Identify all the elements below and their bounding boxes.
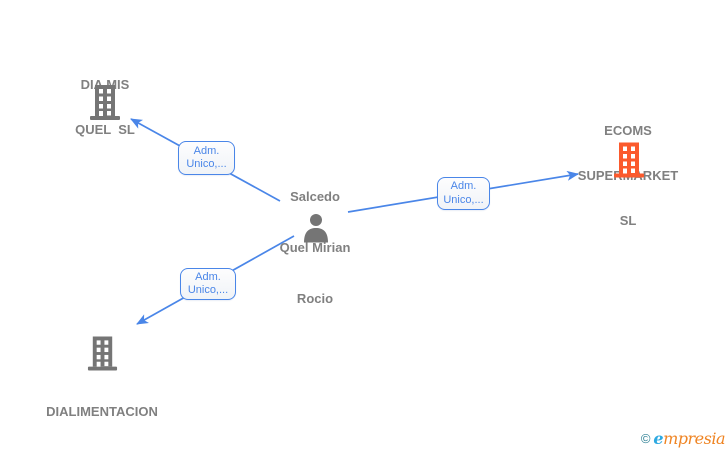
edge-label-line: Unico,...	[187, 284, 229, 296]
building-icon-ecoms[interactable]	[612, 141, 646, 178]
edge-label-line: Adm.	[195, 270, 221, 283]
node-label-ecoms-supermarket: ECOMS SUPERMARKET SL	[578, 93, 678, 258]
node-label-line: DIALIMENTACION	[46, 404, 158, 419]
node-label-line: Salcedo	[290, 189, 340, 204]
node-label-person-salcedo: Salcedo Quel Mirian Rocio	[280, 154, 351, 341]
edge-label-person-to-ecoms[interactable]: Adm. Unico,...	[437, 177, 490, 210]
edge-label-line: Unico,...	[443, 193, 484, 206]
node-label-line: Quel Mirian	[279, 240, 351, 255]
person-icon[interactable]	[300, 212, 332, 243]
brand-initial: e	[653, 429, 664, 448]
edge-label-line: Adm.	[193, 144, 220, 157]
node-label-line: Rocio	[296, 291, 334, 306]
edge-label-line: Unico,...	[186, 158, 227, 170]
building-icon-dia[interactable]	[88, 84, 122, 120]
edge-label-person-to-dialimentacion[interactable]: Adm. Unico,...	[180, 268, 236, 300]
copyright-icon: ©	[640, 431, 651, 446]
node-label-line: SL	[619, 213, 637, 228]
edge-label-line: Adm.	[450, 180, 477, 192]
empresia-wordmark: empresia	[653, 429, 725, 448]
node-label-line: ECOMS	[604, 123, 652, 138]
empresia-logo[interactable]: © empresia	[640, 429, 726, 448]
brand-rest: mpresia	[663, 429, 725, 448]
building-icon-dialimentacion[interactable]	[86, 334, 119, 372]
edge-label-person-to-dia[interactable]: Adm. Unico,...	[178, 141, 235, 175]
node-label-dialimentacion-sql: DIALIMENTACION SQL SL	[46, 374, 158, 450]
node-label-line: QUEL SL	[75, 122, 135, 137]
